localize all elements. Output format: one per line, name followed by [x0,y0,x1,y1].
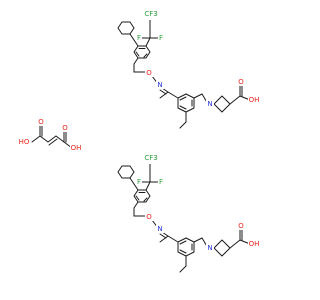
label-n-top: N [157,81,162,89]
label-cooh-oh-bottom: OH [249,240,260,248]
label-cooh-o-top: O [238,78,244,86]
azetidine-ring-bottom [213,239,231,257]
label-f-left-bottom: F [137,178,141,186]
aryl-ring-a-bottom [133,189,151,203]
label-fumaric-o-right: O [62,124,68,132]
chemical-structure-drawing: CF3 F F O N N O OH HO O O OH [18,10,260,273]
label-n-bottom: N [157,225,162,233]
aryl-ring-b-top [177,93,195,113]
molecule-top: CF3 F F O N N O OH [117,10,260,129]
bond-cy-aryl-top [133,39,139,47]
label-cooh-o-bottom: O [238,222,244,230]
label-cooh-oh-top: OH [249,96,260,104]
label-o-bottom: O [146,213,152,221]
label-fumaric-oh: OH [71,144,82,152]
structure-canvas: CF3 F F O N N O OH HO O O OH [18,10,260,273]
label-fumaric-ho: HO [19,138,30,146]
label-f-right-bottom: F [159,178,163,186]
label-fumaric-o-left: O [38,118,44,126]
label-n-azetidine-top: N [207,100,212,108]
aryl-ring-a-top [133,45,151,59]
cyclohexyl-ring-bottom [117,165,135,179]
label-f-right-top: F [159,34,163,42]
label-f-left-top: F [137,34,141,42]
label-cf3-top: CF3 [144,10,157,18]
molecule-bottom: CF3 F F O N N O OH [117,154,260,273]
cyclohexyl-ring-top [117,21,135,35]
azetidine-ring-top [213,95,231,113]
aryl-ring-b-bottom [177,237,195,257]
label-cf3-bottom: CF3 [144,154,157,162]
fumaric-acid: HO O O OH [18,118,82,152]
label-o-top: O [146,69,152,77]
label-n-azetidine-bottom: N [207,244,212,252]
